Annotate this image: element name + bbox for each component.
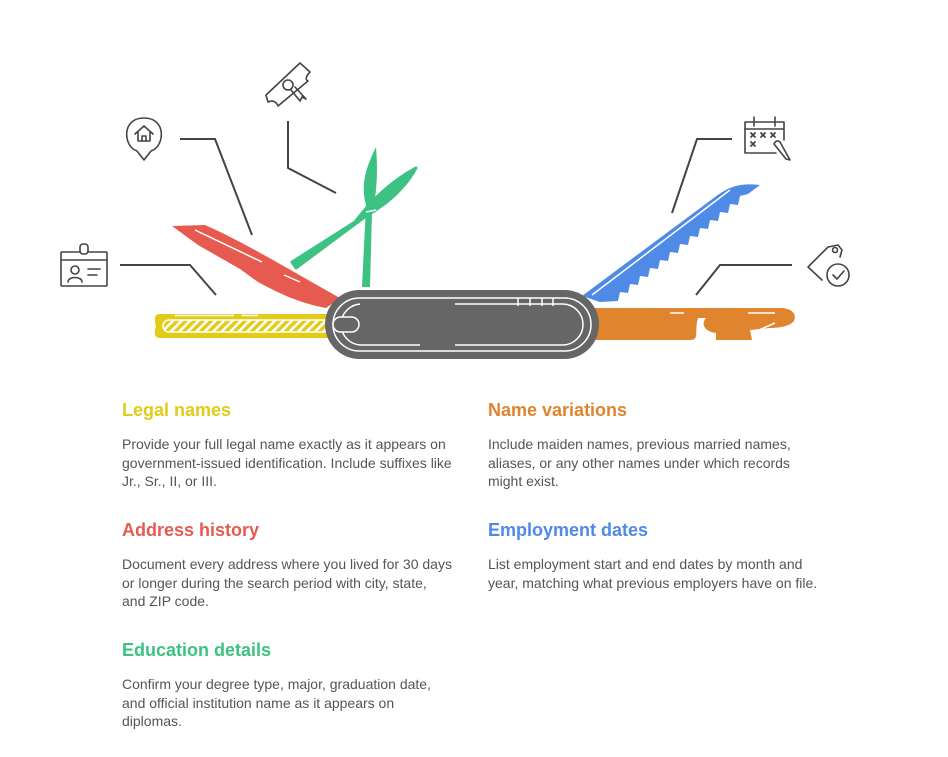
diploma-scroll-icon: [265, 62, 311, 107]
item-description: Confirm your degree type, major, graduat…: [122, 676, 431, 729]
item-title: Name variations: [488, 400, 628, 420]
item-title: Legal names: [122, 400, 232, 420]
item-name-variations: Name variations Include maiden names, pr…: [488, 399, 818, 491]
item-title: Address history: [122, 520, 260, 540]
saw-blade-tool: [582, 184, 760, 302]
item-description: List employment start and end dates by m…: [488, 556, 818, 591]
item-education-details: Education details Confirm your degree ty…: [122, 639, 452, 731]
knife-handle: [325, 290, 599, 359]
calendar-edit-icon: [744, 116, 791, 161]
tag-check-icon: [807, 244, 850, 287]
bottle-opener-tool: [590, 308, 795, 340]
item-description: Document every address where you lived f…: [122, 556, 452, 609]
connector-address: [180, 138, 253, 236]
item-address-history: Address history Document every address w…: [122, 519, 452, 611]
item-description: Provide your full legal name exactly as …: [122, 436, 452, 489]
knife-blade-tool: [172, 225, 340, 308]
item-title: Education details: [122, 640, 272, 660]
item-employment-dates: Employment dates List employment start a…: [488, 519, 818, 592]
connector-variations: [695, 264, 792, 296]
connector-education: [287, 121, 337, 194]
file-tool: [154, 314, 344, 338]
scissors-tool: [290, 147, 418, 287]
swiss-army-knife-illustration: [60, 62, 850, 359]
item-description: Include maiden names, previous married n…: [488, 436, 791, 489]
home-location-pin-icon: [125, 117, 163, 161]
connector-lines: [120, 121, 792, 296]
item-title: Employment dates: [488, 520, 649, 540]
item-legal-names: Legal names Provide your full legal name…: [122, 399, 452, 491]
connector-legal: [120, 264, 217, 296]
connector-employment: [671, 138, 732, 214]
id-badge-icon: [60, 243, 108, 287]
